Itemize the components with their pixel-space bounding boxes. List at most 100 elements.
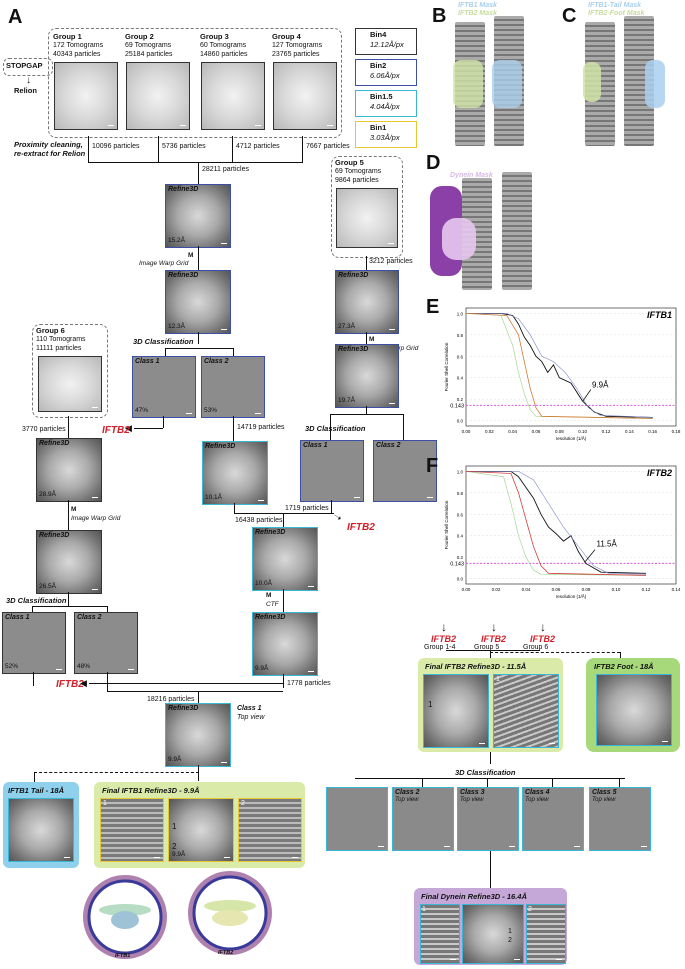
topview-label: Top view xyxy=(395,797,419,803)
iftb1-tail-image xyxy=(8,798,74,862)
fsc-curve xyxy=(465,471,647,576)
panel-c-label: C xyxy=(562,5,577,27)
iftb2-label: IFTB2 xyxy=(347,522,375,533)
pct-label: 52% xyxy=(5,663,19,670)
resolution-label: 10.1Å xyxy=(205,494,222,501)
pct-label: 53% xyxy=(204,407,218,414)
foot-mask-blob xyxy=(583,62,601,102)
group5-name: Group 5 xyxy=(335,158,364,167)
connector xyxy=(158,136,159,162)
class-image xyxy=(300,440,364,502)
dynein-class-image xyxy=(392,787,454,851)
group-label: Group 6 xyxy=(523,644,549,651)
refine3d-label: Refine3D xyxy=(338,272,369,279)
class-image xyxy=(74,612,138,674)
x-axis-label: resolution (1/Å) xyxy=(556,435,587,441)
connector xyxy=(165,348,233,349)
x-tick-label: 0.02 xyxy=(485,429,494,434)
class1-label: Class 1 xyxy=(5,614,30,621)
connector xyxy=(446,650,540,651)
fsc-curve xyxy=(466,313,653,418)
group6-name: Group 6 xyxy=(36,326,65,335)
y-tick-label: 0.6 xyxy=(457,512,464,517)
classification-label: 3D Classification xyxy=(455,768,516,777)
x-tick-label: 0.10 xyxy=(612,587,621,592)
bin-name: Bin1.5 xyxy=(370,92,393,101)
label-2: 2 xyxy=(241,800,245,807)
y-tick-label: 0.4 xyxy=(457,534,464,539)
label-1: 1 xyxy=(428,700,433,709)
bin-name: Bin2 xyxy=(370,61,387,70)
arrow-left-icon: ◀ xyxy=(125,423,132,433)
particles-g2: 5736 particles xyxy=(162,143,206,150)
connector xyxy=(330,414,403,415)
group-name: Group 2 xyxy=(125,32,154,41)
fsc-curve xyxy=(466,471,647,575)
connector xyxy=(619,778,620,787)
x-tick-label: 0.16 xyxy=(648,429,657,434)
plot-frame xyxy=(465,465,677,585)
label-2: 2 xyxy=(508,937,512,944)
group-image xyxy=(273,62,337,130)
refine3d-label: Refine3D xyxy=(168,186,199,193)
connector xyxy=(68,416,69,438)
threshold-label: 0.143 xyxy=(450,403,464,409)
arrow-down-icon: ↓ xyxy=(26,75,31,86)
refine3d-image xyxy=(36,530,102,594)
group-particles: 14860 particles xyxy=(200,51,248,58)
group5-particles: 9864 particles xyxy=(335,177,379,184)
iwg-label: Image Warp Grid xyxy=(139,260,189,267)
connector xyxy=(34,772,199,773)
connector xyxy=(355,778,625,779)
dynein-mask-blob xyxy=(442,218,476,260)
classification-label: 3D Classification xyxy=(6,596,67,605)
mask-b1: IFTB1 Mask xyxy=(458,2,497,9)
group6-image xyxy=(38,356,102,412)
x-tick-label: 0.02 xyxy=(492,587,501,592)
refine3d-label: Refine3D xyxy=(168,705,199,712)
connector xyxy=(89,683,284,684)
connector xyxy=(32,606,33,614)
class2-label: Class 2 xyxy=(376,442,401,449)
final-iftb2-side-view xyxy=(493,674,559,748)
class2-label: Class 2 xyxy=(77,614,102,621)
label-2: 2 xyxy=(172,842,177,851)
bin-box xyxy=(355,121,417,148)
x-tick-label: 0.12 xyxy=(642,587,651,592)
fsc-curve xyxy=(465,471,647,576)
bin-pixel-size: 12.12Å/px xyxy=(370,40,404,49)
scale-bar xyxy=(327,124,333,126)
topview-label: Top view xyxy=(525,797,549,803)
connector xyxy=(32,606,107,607)
x-tick-label: 0.04 xyxy=(508,429,517,434)
bin-box xyxy=(355,28,417,55)
connector xyxy=(487,778,488,787)
tail-mask-blob xyxy=(645,60,665,108)
iftb2-label: IFTB2 xyxy=(530,634,556,644)
topview-label: Top view xyxy=(237,714,265,721)
refine3d-label: Refine3D xyxy=(39,532,70,539)
group-name: Group 3 xyxy=(200,32,229,41)
final-dynein-title: Final Dynein Refine3D - 16.4Å xyxy=(421,892,527,901)
iftb2-label: IFTB2 xyxy=(431,634,457,644)
label-1: 1 xyxy=(172,822,177,831)
iftb2-label: IFTB2 xyxy=(481,634,507,644)
refine3d-image xyxy=(252,527,318,591)
connector xyxy=(490,652,620,653)
x-tick-label: 0.00 xyxy=(462,587,471,592)
y-tick-label: 0.0 xyxy=(457,419,464,424)
resolution-label: 19.7Å xyxy=(338,397,355,404)
bin-pixel-size: 4.04Å/px xyxy=(370,102,400,111)
resolution-label: 12.3Å xyxy=(168,323,185,330)
m-label: M xyxy=(188,252,194,259)
connector xyxy=(331,500,332,514)
group6-particles: 11111 particles xyxy=(36,345,82,352)
y-tick-label: 0.0 xyxy=(457,577,464,582)
particles-label: 1778 particles xyxy=(287,680,331,687)
connector xyxy=(107,672,108,692)
refine3d-label: Refine3D xyxy=(338,346,369,353)
scale-bar xyxy=(574,845,580,847)
ctf-label: CTF xyxy=(266,601,279,608)
panel-d-label: D xyxy=(426,152,441,174)
resolution-label: 9.9Å xyxy=(168,756,182,763)
